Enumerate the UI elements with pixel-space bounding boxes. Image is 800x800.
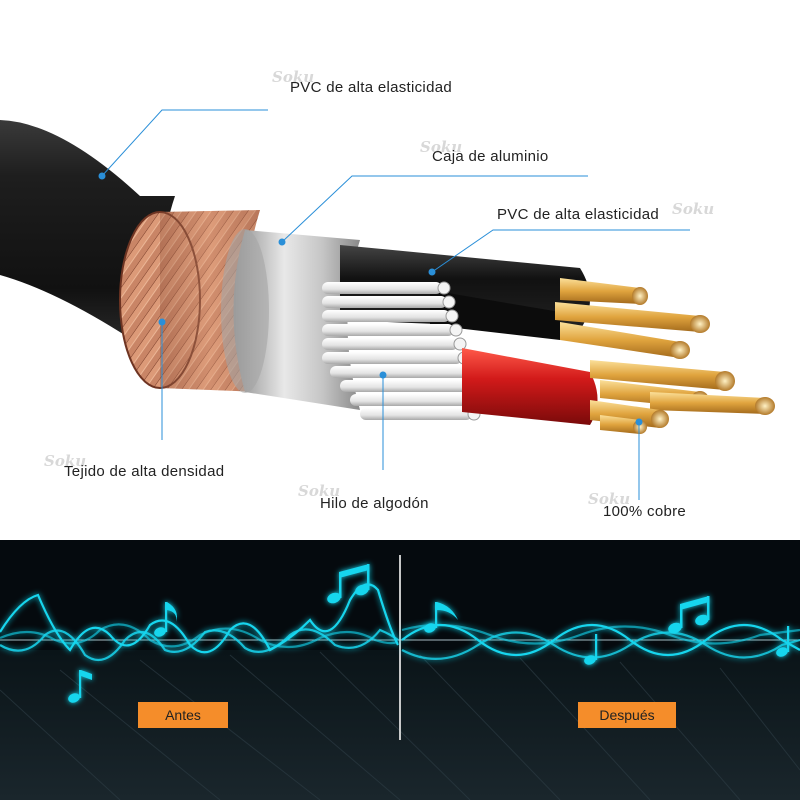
callout-aluminum-shield: Caja de aluminio (432, 148, 549, 165)
before-label: Antes (138, 702, 228, 728)
watermark-logo: Soku (420, 138, 463, 156)
waveform-illustration (0, 540, 800, 800)
waveform-before (0, 583, 399, 662)
sound-comparison-banner: Antes Después (0, 540, 800, 800)
callout-copper: 100% cobre (603, 503, 687, 520)
after-label: Después (578, 702, 676, 728)
watermark-logo: Soku (44, 452, 87, 470)
callout-dots (98, 172, 643, 426)
watermark-logo: Soku (272, 68, 315, 86)
callout-leaders (101, 109, 690, 500)
cable-illustration (0, 109, 775, 500)
watermark-logo: Soku (588, 490, 631, 508)
callout-cotton-thread: Hilo de algodón (320, 495, 429, 512)
callout-braid: Tejido de alta densidad (64, 463, 225, 480)
callout-inner-jacket: PVC de alta elasticidad (497, 206, 659, 223)
music-note-icon (68, 564, 790, 703)
cable-diagram: Soku Soku Soku Soku Soku Soku PVC de alt… (0, 68, 775, 520)
callout-outer-jacket: PVC de alta elasticidad (290, 79, 452, 96)
red-insulation (462, 348, 598, 425)
copper-wires (555, 278, 775, 434)
cotton-threads (322, 281, 485, 421)
watermark-logo: Soku (298, 482, 341, 500)
watermark-logo: Soku (672, 200, 715, 218)
